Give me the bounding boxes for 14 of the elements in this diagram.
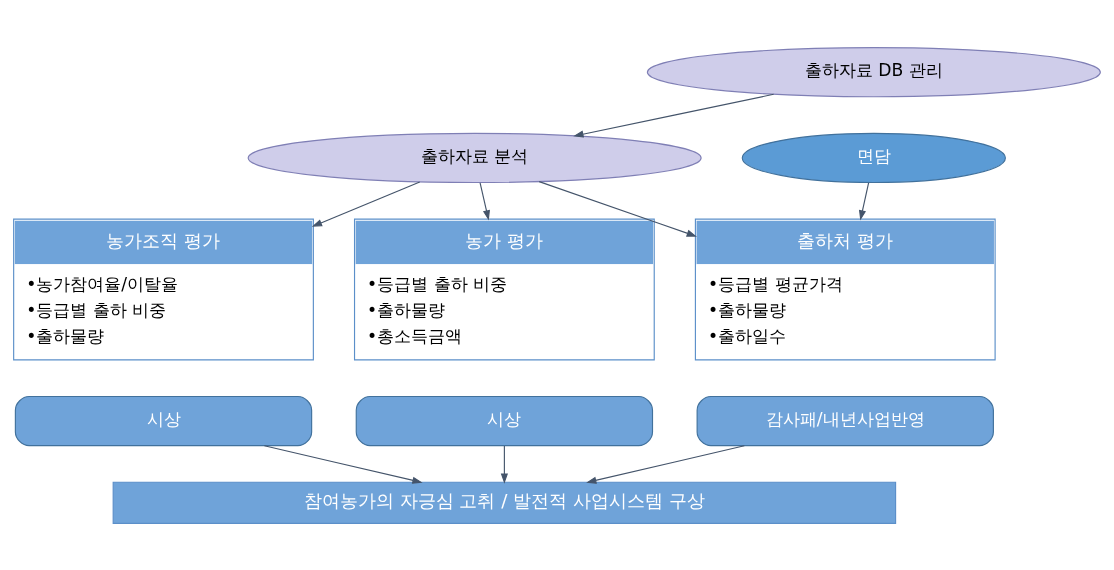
node-ellipse: 면담 xyxy=(741,132,1006,183)
arrow xyxy=(263,444,423,484)
arrow xyxy=(479,181,490,221)
arrow xyxy=(538,180,697,237)
node-box: 시상 xyxy=(355,395,654,446)
node-box: 참여농가의 자긍심 고취 / 발전적 사업시스템 구상 xyxy=(112,481,897,524)
arrow xyxy=(311,180,421,227)
node-ellipse: 출하자료 DB 관리 xyxy=(646,46,1101,97)
arrow xyxy=(500,444,508,484)
arrow xyxy=(573,93,775,138)
arrow xyxy=(858,181,870,221)
arrow xyxy=(586,444,745,484)
node-box: 감사패/내년사업반영 xyxy=(696,395,994,446)
node-box: 시상 xyxy=(14,395,313,446)
